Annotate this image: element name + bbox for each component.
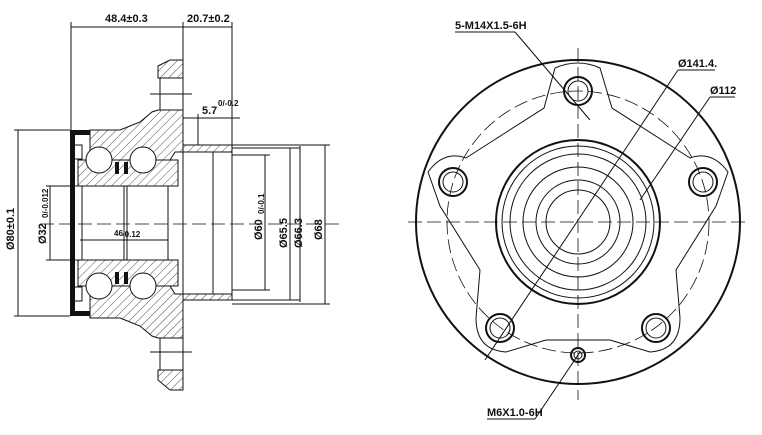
dim-bearing-width: 46 — [114, 229, 123, 238]
stud-thread-label: 5-M14X1.5-6H — [455, 20, 527, 32]
dim-bore-dia: Ø32 — [37, 223, 49, 244]
dim-bore-tol: 0/-0.012 — [41, 188, 50, 218]
dim-width-left: 48.4±0.3 — [105, 13, 148, 25]
stud-hole — [688, 167, 718, 197]
stud-hole — [438, 167, 468, 197]
stud-hole — [641, 313, 671, 343]
dim-pilot-66-3: Ø66.3 — [293, 218, 305, 248]
bolt-circle-label: Ø112 — [710, 85, 736, 97]
dim-bearing-width-tol: -0.12 — [122, 230, 141, 239]
dim-flange-thickness: 5.7 — [202, 105, 217, 117]
screw-thread-label: M6X1.0-6H — [487, 407, 543, 419]
outer-dia-label: Ø141.4. — [678, 58, 717, 70]
front-view: 5-M14X1.5-6H Ø141.4. Ø112 M6X1.0-6H — [408, 20, 748, 420]
dim-pilot-60: Ø60 — [253, 219, 265, 240]
dim-pilot-tol: 0/-0.1 — [257, 193, 266, 214]
dim-outer-dia: Ø80±0.1 — [5, 208, 17, 250]
dim-pilot-65-5: Ø65.5 — [278, 218, 290, 248]
dim-pilot-68: Ø68 — [313, 219, 325, 240]
side-section-view: 48.4±0.3 20.7±0.2 — [5, 13, 340, 391]
dim-width-flange: 20.7±0.2 — [187, 13, 230, 25]
dim-flange-thickness-tol: 0/-0.2 — [218, 99, 239, 108]
